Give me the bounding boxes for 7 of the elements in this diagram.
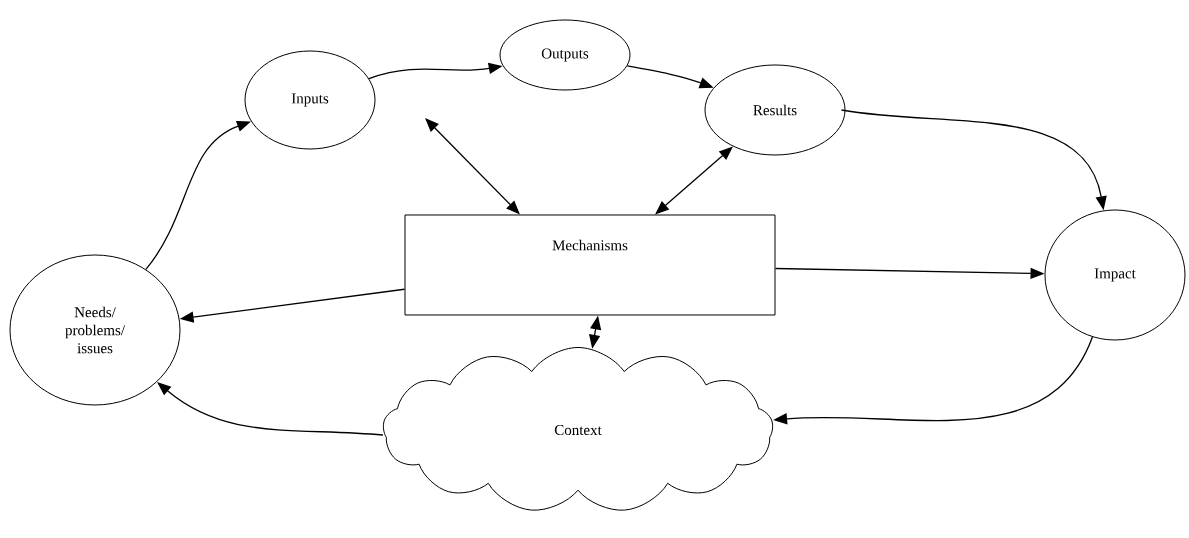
ellipse-node: Impact — [1044, 209, 1186, 341]
arrow — [157, 382, 384, 436]
ellipse-node: Results — [704, 64, 846, 156]
ellipse-node: Inputs — [244, 50, 376, 150]
ellipse-node: Needs/ problems/ issues — [9, 254, 181, 406]
ellipse-node: Outputs — [499, 19, 631, 91]
process-box: Mechanisms — [404, 214, 776, 316]
